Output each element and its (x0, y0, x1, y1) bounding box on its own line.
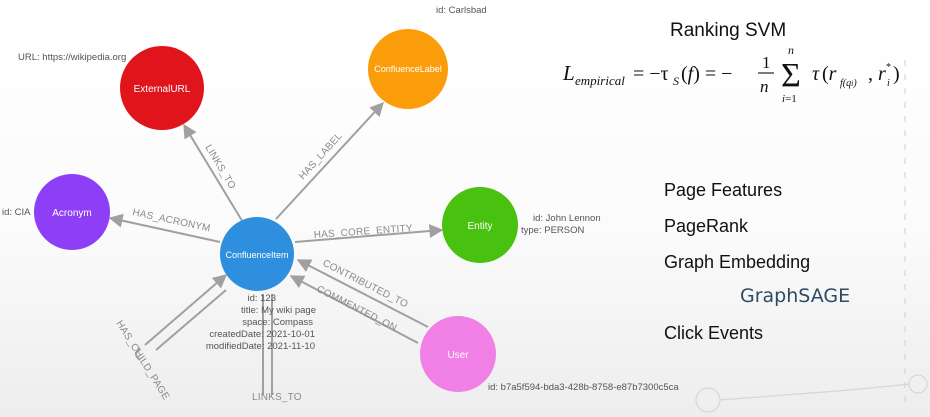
edge-label-has-label: HAS_LABEL (297, 131, 345, 182)
edge-has-core-entity (294, 224, 444, 243)
svg-text:empirical: empirical (575, 73, 625, 88)
background-decoration (695, 60, 928, 413)
svg-text:i=1: i=1 (782, 93, 797, 105)
prop-line: id: John Lennon (533, 213, 601, 224)
node-label: ConfluenceLabel (374, 64, 442, 74)
svg-text:f(qi): f(qi) (840, 78, 857, 89)
svg-text:(f) = −: (f) = − (681, 63, 732, 85)
node-prop-url: URL: https://wikipedia.org (18, 52, 126, 63)
node-prop-label-id: id: Carlsbad (436, 5, 487, 16)
feature-page-features: Page Features (664, 180, 782, 200)
svg-text:= −τ: = −τ (633, 63, 669, 85)
svg-text:i: i (887, 78, 890, 89)
edge-has-child-page-b (155, 289, 227, 351)
edge-loop-hook (135, 347, 141, 361)
node-prop-acronym-id: id: CIA (2, 207, 31, 218)
feature-pagerank: PageRank (664, 216, 749, 236)
panel-title: Ranking SVM (670, 20, 786, 41)
edge-commented-on (289, 275, 419, 344)
svg-text:Σ: Σ (781, 57, 801, 94)
edge-has-label (275, 101, 384, 220)
node-entity[interactable]: Entity (442, 187, 518, 263)
feature-graphsage: GraphSAGE (740, 285, 850, 307)
node-props-entity: id: John Lennon type: PERSON (521, 213, 601, 236)
node-acronym[interactable]: Acronym (34, 174, 110, 250)
node-label: Entity (467, 221, 492, 232)
edges (108, 101, 444, 395)
edge-links-to-external (183, 123, 245, 225)
svg-text:τ: τ (812, 63, 820, 85)
svg-text:n: n (760, 77, 769, 96)
node-label: ExternalURL (134, 84, 191, 95)
prop-line: createdDate: 2021-10-01 (209, 329, 315, 340)
edge-label-has-acronym: HAS_ACRONYM (131, 207, 211, 234)
node-label: User (447, 350, 469, 361)
svg-text:n: n (788, 43, 794, 57)
feature-click-events: Click Events (664, 323, 763, 343)
edge-label-has-core-entity: HAS_CORE_ENTITY (313, 223, 413, 241)
prop-line: modifiedDate: 2021-11-10 (206, 341, 315, 352)
node-label: ConfluenceItem (225, 250, 288, 260)
prop-line: type: PERSON (521, 225, 584, 236)
node-confluence-item[interactable]: ConfluenceItem (220, 217, 294, 291)
svg-text:1: 1 (762, 53, 771, 72)
svg-text:, r: , r (868, 63, 886, 85)
node-circle (442, 187, 518, 263)
prop-line: id: 123 (247, 293, 276, 304)
prop-line: title: My wiki page (241, 305, 316, 316)
node-circle (368, 29, 448, 109)
node-prop-user-id: id: b7a5f594-bda3-428b-8758-e87b7300c5ca (488, 382, 679, 393)
ranking-formula: L empirical = −τ S (f) = − 1 n n Σ i=1 τ… (562, 43, 900, 105)
node-circle (34, 174, 110, 250)
svg-text:): ) (893, 63, 900, 85)
right-panel: Ranking SVM L empirical = −τ S (f) = − 1… (562, 20, 900, 343)
feature-graph-embedding: Graph Embedding (664, 252, 810, 272)
edge-label-has-child-page: HAS_CHILD_PAGE (113, 319, 171, 403)
node-label: Acronym (52, 208, 91, 219)
edge-label-links-to-self: LINKS_TO (252, 392, 302, 403)
node-circle (220, 217, 294, 291)
node-user[interactable]: User (420, 316, 496, 392)
svg-text:(r: (r (822, 63, 837, 85)
edge-has-child-page-a (144, 274, 228, 346)
edge-contributed-to (296, 259, 429, 328)
node-circle (120, 46, 204, 130)
prop-line: space: Compass (242, 317, 313, 328)
svg-text:S: S (673, 74, 679, 88)
node-circle (420, 316, 496, 392)
svg-text:L: L (562, 61, 575, 85)
node-external-url[interactable]: ExternalURL (120, 46, 204, 130)
edge-has-acronym (108, 213, 221, 243)
node-props-confluence-item: id: 123 title: My wiki page space: Compa… (206, 293, 316, 352)
node-confluence-label[interactable]: ConfluenceLabel (368, 29, 448, 109)
svg-text:*: * (886, 62, 891, 73)
